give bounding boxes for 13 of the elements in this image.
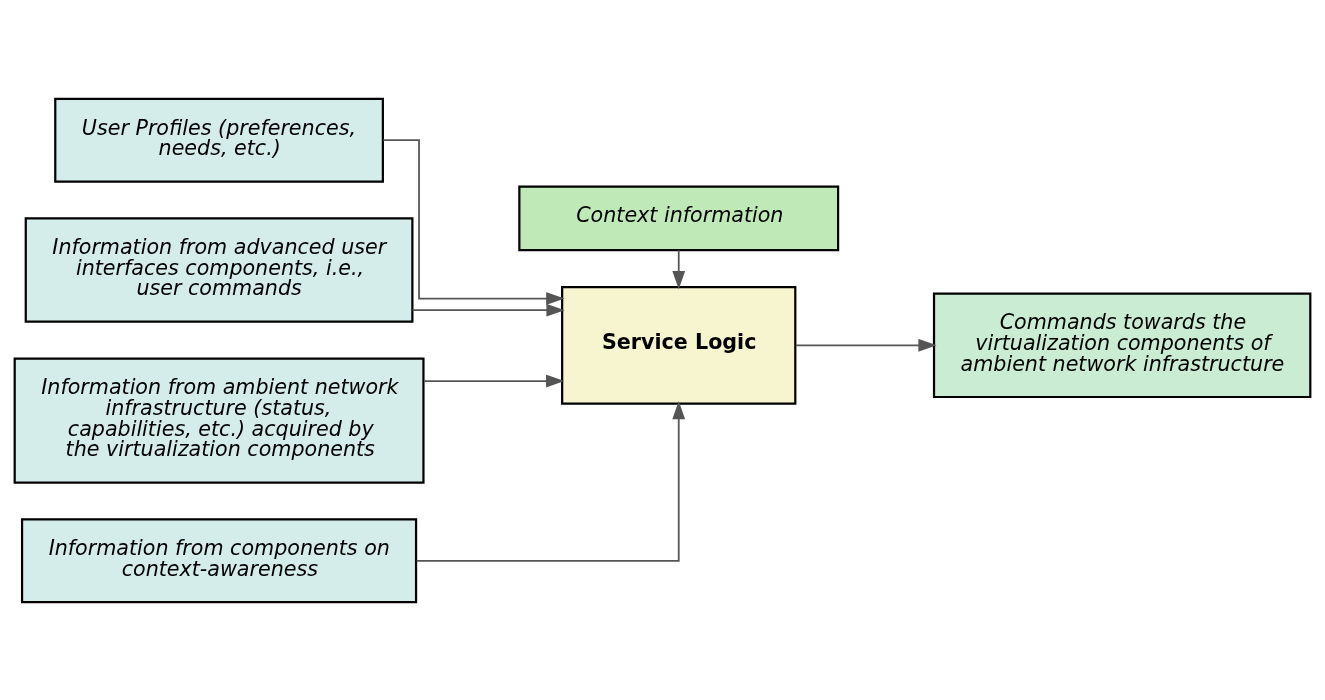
arrow: [672, 249, 686, 289]
node-box: User Profiles (preferences, needs, etc.): [54, 97, 384, 183]
arrow: [794, 338, 937, 352]
arrow: [415, 400, 686, 562]
arrow: [382, 138, 565, 305]
node-box: Information from ambient network infrastructure (status, capabilities, etc.) acquired by the virtualization components: [13, 357, 425, 484]
arrow: [411, 303, 565, 317]
arrow: [423, 374, 565, 388]
node-box: Context information: [518, 185, 840, 251]
node-box: Information from components on context-awareness: [20, 517, 418, 603]
node-box: Service Logic: [561, 285, 797, 405]
node-box: Information from advanced user interfaces components, i.e., user commands: [24, 216, 414, 323]
node-box: Commands towards the virtualization components of ambient network infrastructure: [932, 292, 1312, 398]
